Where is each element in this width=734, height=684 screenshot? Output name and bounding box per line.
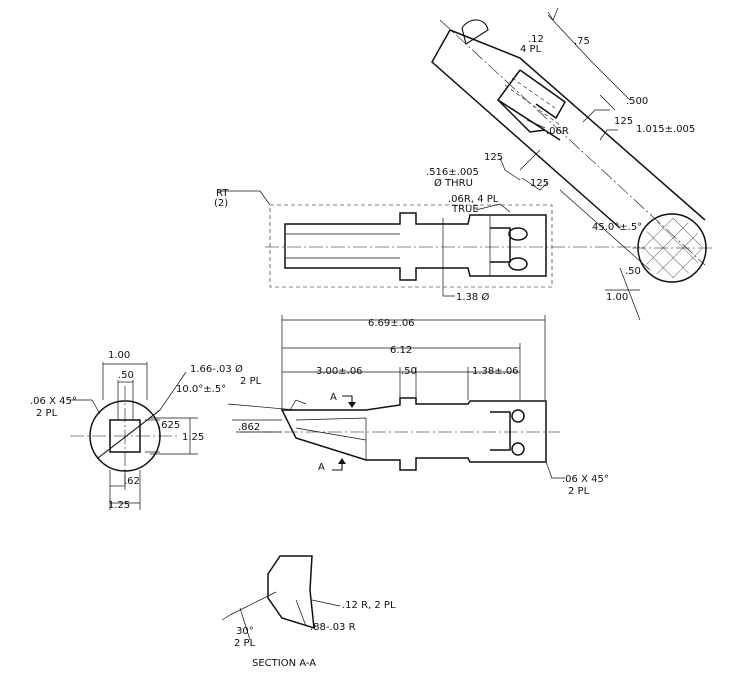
rotated-auxiliary-view: .12 4 PL .75 .500 125 1.015±.005 .06R 12…: [426, 7, 712, 321]
dim-sec-30: 30°: [236, 626, 254, 637]
dim-plan-rt: RT: [216, 188, 229, 199]
dim-end-125: 1.25: [182, 432, 204, 443]
break-hatch: [461, 19, 489, 45]
dim-top-125c: 125: [530, 178, 549, 189]
plan-hole-1: [508, 227, 528, 241]
dim-side-300: 3.00±.06: [316, 366, 363, 377]
dim-end-50: .50: [118, 370, 134, 381]
section-label-a-top: A: [330, 392, 337, 403]
dim-end-625: .625: [158, 420, 180, 431]
plan-slot: [490, 227, 511, 263]
dim-top-06r: .06R: [546, 126, 569, 137]
slot-hidden: [504, 77, 561, 126]
slot-outline: [496, 69, 566, 141]
section-label-a-bottom: A: [318, 462, 325, 473]
dim-top-12: .12: [528, 34, 544, 45]
dim-top-4pl: 4 PL: [520, 44, 542, 55]
section-a-a: .12 R, 2 PL .88-.03 R 30° 2 PL SECTION A…: [221, 555, 396, 669]
dim-plan-2: (2): [214, 198, 228, 209]
rotated-center-line: [439, 19, 706, 266]
dim-top-50: .50: [625, 266, 641, 277]
plan-details: [285, 215, 491, 276]
dim-sec-2pl: 2 PL: [234, 638, 256, 649]
dim-sec-12r: .12 R, 2 PL: [342, 600, 396, 611]
dim-side-138: 1.38±.06: [472, 366, 519, 377]
dim-plan-138: 1.38 Ø: [456, 291, 489, 303]
section-profile: [267, 555, 315, 630]
front-hole-2: [511, 442, 525, 456]
dim-end-2pl: 2 PL: [36, 408, 58, 419]
dim-top-45: 45.0°±.5°: [592, 222, 642, 233]
dim-top-100: 1.00: [606, 292, 628, 303]
dim-top-1015: 1.015±.005: [636, 124, 695, 135]
dim-side-669: 6.69±.06: [368, 318, 415, 329]
dim-side-2pl: 2 PL: [568, 486, 590, 497]
dim-plan-06r4pl: .06R, 4 PL: [448, 194, 499, 205]
dim-top-thru: Ø THRU: [434, 177, 473, 189]
dim-top-75: .75: [574, 36, 590, 47]
end-view: 1.00 .50 1.66-.03 Ø 2 PL .06 X 45° 2 PL …: [30, 350, 262, 511]
dim-end-125b: 1.25: [108, 500, 130, 511]
front-hole-1: [511, 409, 525, 423]
section-title: SECTION A-A: [252, 658, 316, 669]
dim-end-62: .62: [124, 476, 140, 487]
dim-top-125a: 125: [614, 116, 633, 127]
front-view: 6.69±.06 6.12 3.00±.06 .50 1.38±.06 10.0…: [176, 315, 609, 497]
dim-end-166-2pl: 2 PL: [240, 376, 262, 387]
dim-side-862: .862: [238, 422, 260, 433]
dim-end-166: 1.66-.03 Ø: [190, 363, 243, 375]
dim-side-50: .50: [401, 366, 417, 377]
front-slot: [490, 411, 511, 451]
dim-top-516: .516±.005: [426, 167, 479, 178]
plan-body: [284, 212, 547, 281]
dim-end-100: 1.00: [108, 350, 130, 361]
dim-side-10: 10.0°±.5°: [176, 384, 226, 395]
dim-end-06x45: .06 X 45°: [30, 396, 77, 407]
dim-side-06x45: .06 X 45°: [562, 474, 609, 485]
rt-boundary: [269, 204, 553, 288]
dim-sec-88: .88-.03 R: [310, 622, 356, 633]
front-body: [280, 397, 547, 471]
dim-top-500: .500: [626, 96, 648, 107]
dim-top-125b: 125: [484, 152, 503, 163]
tapered-end: [295, 417, 367, 460]
surface-finish-mark: [547, 7, 559, 21]
plan-hole-2: [508, 257, 528, 271]
dim-side-612: 6.12: [390, 345, 412, 356]
plan-view: RT (2) .06R, 4 PL TRUE 1.38 Ø: [214, 188, 640, 303]
dim-plan-true: TRUE: [451, 204, 479, 215]
